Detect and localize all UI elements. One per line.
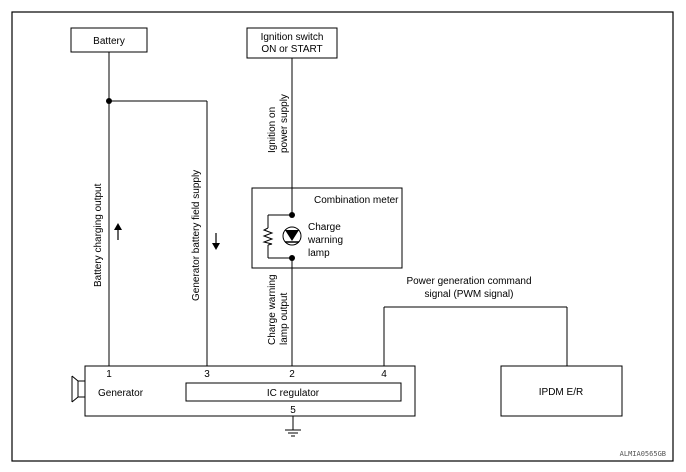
charge-lamp-output-label-2: lamp output xyxy=(279,293,290,345)
pulley-icon xyxy=(71,375,85,403)
pin-4-label: 4 xyxy=(381,369,387,380)
ipdm-box: IPDM E/R xyxy=(500,365,623,417)
battery-box: Battery xyxy=(70,27,148,53)
ic-regulator-box: IC regulator xyxy=(185,382,402,402)
ic-regulator-label: IC regulator xyxy=(267,388,320,399)
generator-label: Generator xyxy=(98,388,144,399)
battery-charging-output-label: Battery charging output xyxy=(93,183,104,287)
pin-2-label: 2 xyxy=(289,369,295,380)
ground-icon xyxy=(285,429,301,437)
ignition-switch-label-1: Ignition switch xyxy=(261,32,324,43)
diagram-frame xyxy=(11,11,674,462)
resistor-icon xyxy=(262,227,274,246)
power-generation-command-label-1: Power generation command xyxy=(406,276,531,287)
charge-warning-lamp-icon xyxy=(282,226,302,246)
lamp-label-3: lamp xyxy=(308,248,330,259)
pin-1-label: 1 xyxy=(106,369,112,380)
wires xyxy=(108,52,568,430)
junction-dot-lamp-top xyxy=(289,212,295,218)
figure-code: ALMIA0565GB xyxy=(620,450,666,458)
junction-dot-battery xyxy=(106,98,112,104)
pin-3-label: 3 xyxy=(204,369,210,380)
arrow-up-icon xyxy=(114,223,122,240)
generator-field-supply-label: Generator battery field supply xyxy=(191,170,202,301)
ignition-power-label-2: power supply xyxy=(279,94,290,153)
ignition-switch-label-2: ON or START xyxy=(261,44,322,55)
lamp-label-2: warning xyxy=(307,235,343,246)
arrow-down-icon xyxy=(212,233,220,250)
power-generation-command-label-2: signal (PWM signal) xyxy=(425,289,514,300)
combination-meter-label: Combination meter xyxy=(314,195,399,206)
ignition-power-label-1: Ignition on xyxy=(267,107,278,153)
pin-5-label: 5 xyxy=(290,405,296,416)
junction-dot-lamp-bottom xyxy=(289,255,295,261)
ipdm-label: IPDM E/R xyxy=(539,387,583,398)
charge-lamp-output-label-1: Charge warning xyxy=(267,274,278,345)
ignition-switch-box: Ignition switch ON or START xyxy=(246,27,338,59)
battery-label: Battery xyxy=(93,36,125,47)
combination-meter-box: Combination meter xyxy=(251,187,403,269)
lamp-label-1: Charge xyxy=(308,222,341,233)
